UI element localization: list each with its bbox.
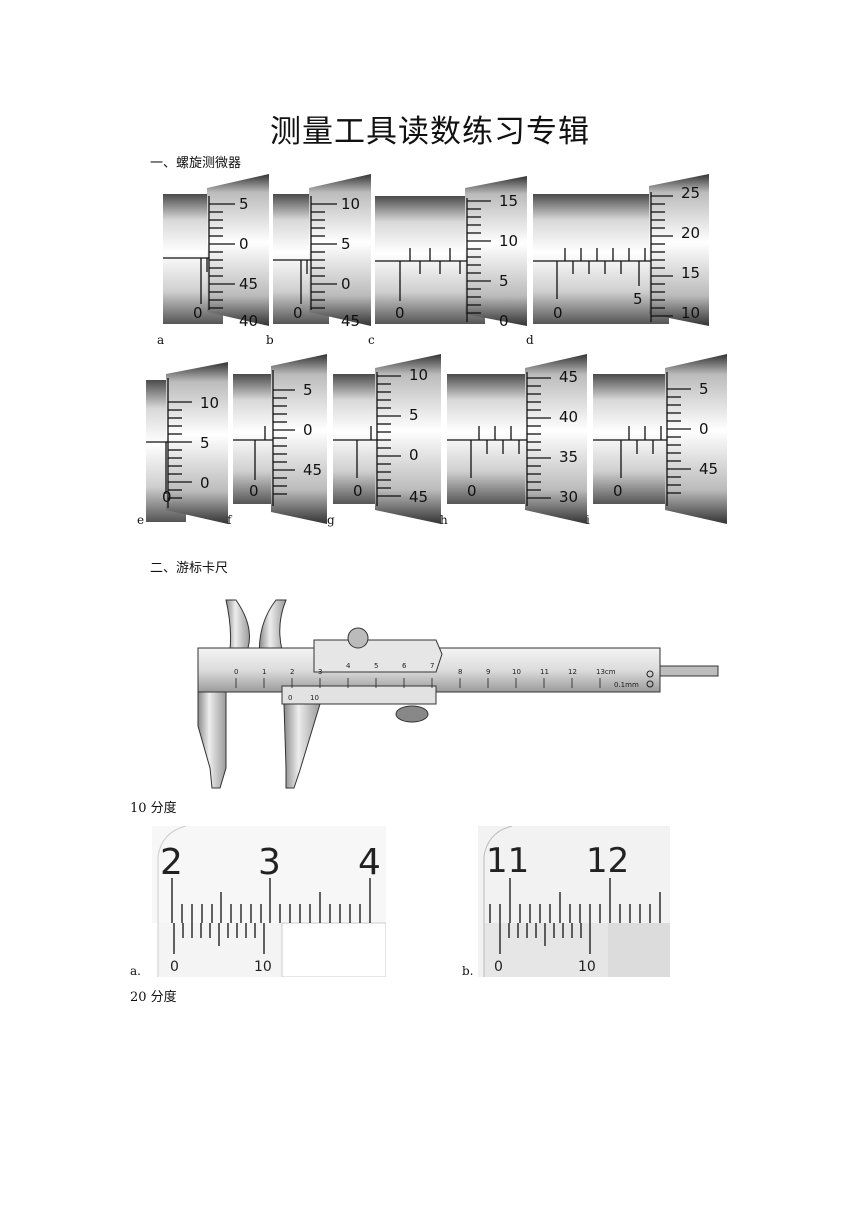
thimble-label: 20 bbox=[681, 224, 700, 242]
vernier-label: a. bbox=[130, 964, 141, 978]
main-scale-label: 8 bbox=[458, 668, 462, 676]
micrometer-e: 10 5 0 0 bbox=[146, 362, 228, 524]
vernier-10-a: 2 3 4 0 10 bbox=[152, 826, 386, 977]
section-micrometer-heading: 一、螺旋测微器 bbox=[150, 156, 242, 171]
vernier-scale-label: 0 bbox=[288, 694, 292, 702]
sleeve-label: 0 bbox=[613, 482, 623, 500]
micrometer-f: 5 0 45 0 bbox=[233, 354, 327, 524]
main-scale-label: 12 bbox=[568, 668, 577, 676]
sleeve-label: 0 bbox=[293, 304, 303, 322]
thimble-label: 5 bbox=[239, 195, 249, 213]
thimble-label: 15 bbox=[681, 264, 700, 282]
vernier-scale-label: 0 bbox=[170, 959, 179, 975]
thimble-label: 5 bbox=[341, 235, 351, 253]
thimble-label: 0 bbox=[239, 235, 249, 253]
vernier-caliper-illustration: 0 1 2 3 4 5 6 7 8 9 10 11 12 13cm 0.1mm … bbox=[197, 599, 719, 789]
vernier-10-b: 11 12 0 10 bbox=[478, 826, 670, 977]
subsection-10-heading: 10 分度 bbox=[130, 801, 177, 816]
sleeve-label: 0 bbox=[553, 304, 563, 322]
thimble-label: 45 bbox=[341, 312, 360, 326]
micrometer-b: 10 5 0 45 0 bbox=[273, 174, 371, 326]
thimble-label: 40 bbox=[559, 408, 578, 426]
thimble-label: 35 bbox=[559, 448, 578, 466]
vernier-scale-label: 10 bbox=[310, 694, 319, 702]
main-scale-label: 1 bbox=[262, 668, 266, 676]
vernier-scale-label: 10 bbox=[578, 959, 596, 975]
vernier-label: b. bbox=[462, 964, 474, 978]
thimble-label: 45 bbox=[239, 275, 258, 293]
micrometer-i: 5 0 45 0 bbox=[593, 354, 727, 524]
thimble-label: 5 bbox=[303, 381, 313, 399]
main-scale-label: 9 bbox=[486, 668, 490, 676]
thimble-label: 15 bbox=[499, 192, 518, 210]
main-scale-label: 10 bbox=[512, 668, 521, 676]
thimble-label: 30 bbox=[559, 488, 578, 506]
micrometer-a: 5 0 45 40 0 bbox=[163, 174, 269, 326]
main-scale-label: 7 bbox=[430, 662, 434, 670]
thimble-label: 5 bbox=[699, 380, 709, 398]
thimble-label: 0 bbox=[499, 312, 509, 326]
micrometer-label: c bbox=[368, 333, 375, 347]
main-scale-label: 13cm bbox=[596, 668, 616, 676]
main-scale-label: 3 bbox=[258, 842, 281, 883]
vernier-scale-label: 0 bbox=[494, 959, 503, 975]
thimble-label: 45 bbox=[409, 488, 428, 506]
main-scale-label: 11 bbox=[540, 668, 549, 676]
thimble-label: 5 bbox=[499, 272, 509, 290]
thimble-label: 10 bbox=[200, 394, 219, 412]
sleeve-label: 0 bbox=[467, 482, 477, 500]
thimble-label: 0 bbox=[341, 275, 351, 293]
micrometer-label: i bbox=[586, 513, 590, 527]
sleeve-label: 0 bbox=[162, 488, 172, 506]
main-scale-label: 5 bbox=[374, 662, 378, 670]
thimble-label: 10 bbox=[499, 232, 518, 250]
main-scale-label: 4 bbox=[358, 842, 381, 883]
thimble-label: 0 bbox=[699, 420, 709, 438]
sleeve-label: 0 bbox=[353, 482, 363, 500]
micrometer-d: 25 20 15 10 0 5 bbox=[533, 174, 709, 326]
micrometer-label: e bbox=[137, 513, 145, 527]
main-scale-label: 4 bbox=[346, 662, 351, 670]
page-title: 测量工具读数练习专辑 bbox=[270, 114, 590, 150]
thimble-label: 10 bbox=[681, 304, 700, 322]
sleeve-label: 0 bbox=[193, 304, 203, 322]
thimble-label: 0 bbox=[409, 446, 419, 464]
thimble-label: 5 bbox=[409, 406, 419, 424]
thimble-label: 45 bbox=[699, 460, 718, 478]
main-scale-label: 0 bbox=[234, 668, 238, 676]
main-scale-label: 2 bbox=[160, 842, 183, 883]
thimble-label: 5 bbox=[200, 434, 210, 452]
micrometer-h: 45 40 35 30 0 bbox=[447, 354, 587, 524]
thimble-label: 10 bbox=[341, 195, 360, 213]
micrometer-label: a bbox=[157, 333, 165, 347]
precision-label: 0.1mm bbox=[614, 681, 639, 689]
vernier-scale-label: 10 bbox=[254, 959, 272, 975]
micrometer-label: h bbox=[440, 513, 448, 527]
main-scale-label: 2 bbox=[290, 668, 294, 676]
micrometer-label: d bbox=[526, 333, 534, 347]
thimble-label: 25 bbox=[681, 184, 700, 202]
thimble-label: 0 bbox=[200, 474, 210, 492]
main-scale-label: 12 bbox=[586, 841, 629, 881]
sleeve-label: 5 bbox=[633, 290, 643, 308]
main-scale-label: 3 bbox=[318, 668, 322, 676]
thimble-label: 45 bbox=[303, 461, 322, 479]
section-caliper-heading: 二、游标卡尺 bbox=[150, 561, 229, 576]
sleeve-label: 0 bbox=[395, 304, 405, 322]
micrometer-label: g bbox=[327, 513, 335, 527]
thimble-label: 45 bbox=[559, 368, 578, 386]
sleeve-label: 0 bbox=[249, 482, 259, 500]
micrometer-g: 10 5 0 45 0 bbox=[333, 354, 441, 524]
main-scale-label: 6 bbox=[402, 662, 407, 670]
thimble-label: 10 bbox=[409, 366, 428, 384]
thimble-label: 0 bbox=[303, 421, 313, 439]
subsection-20-heading: 20 分度 bbox=[130, 990, 177, 1005]
micrometer-label: b bbox=[266, 333, 274, 347]
micrometer-label: f bbox=[227, 513, 232, 527]
micrometer-c: 15 10 5 0 0 bbox=[375, 176, 527, 326]
main-scale-label: 11 bbox=[486, 841, 529, 881]
thimble-label: 40 bbox=[239, 312, 258, 326]
